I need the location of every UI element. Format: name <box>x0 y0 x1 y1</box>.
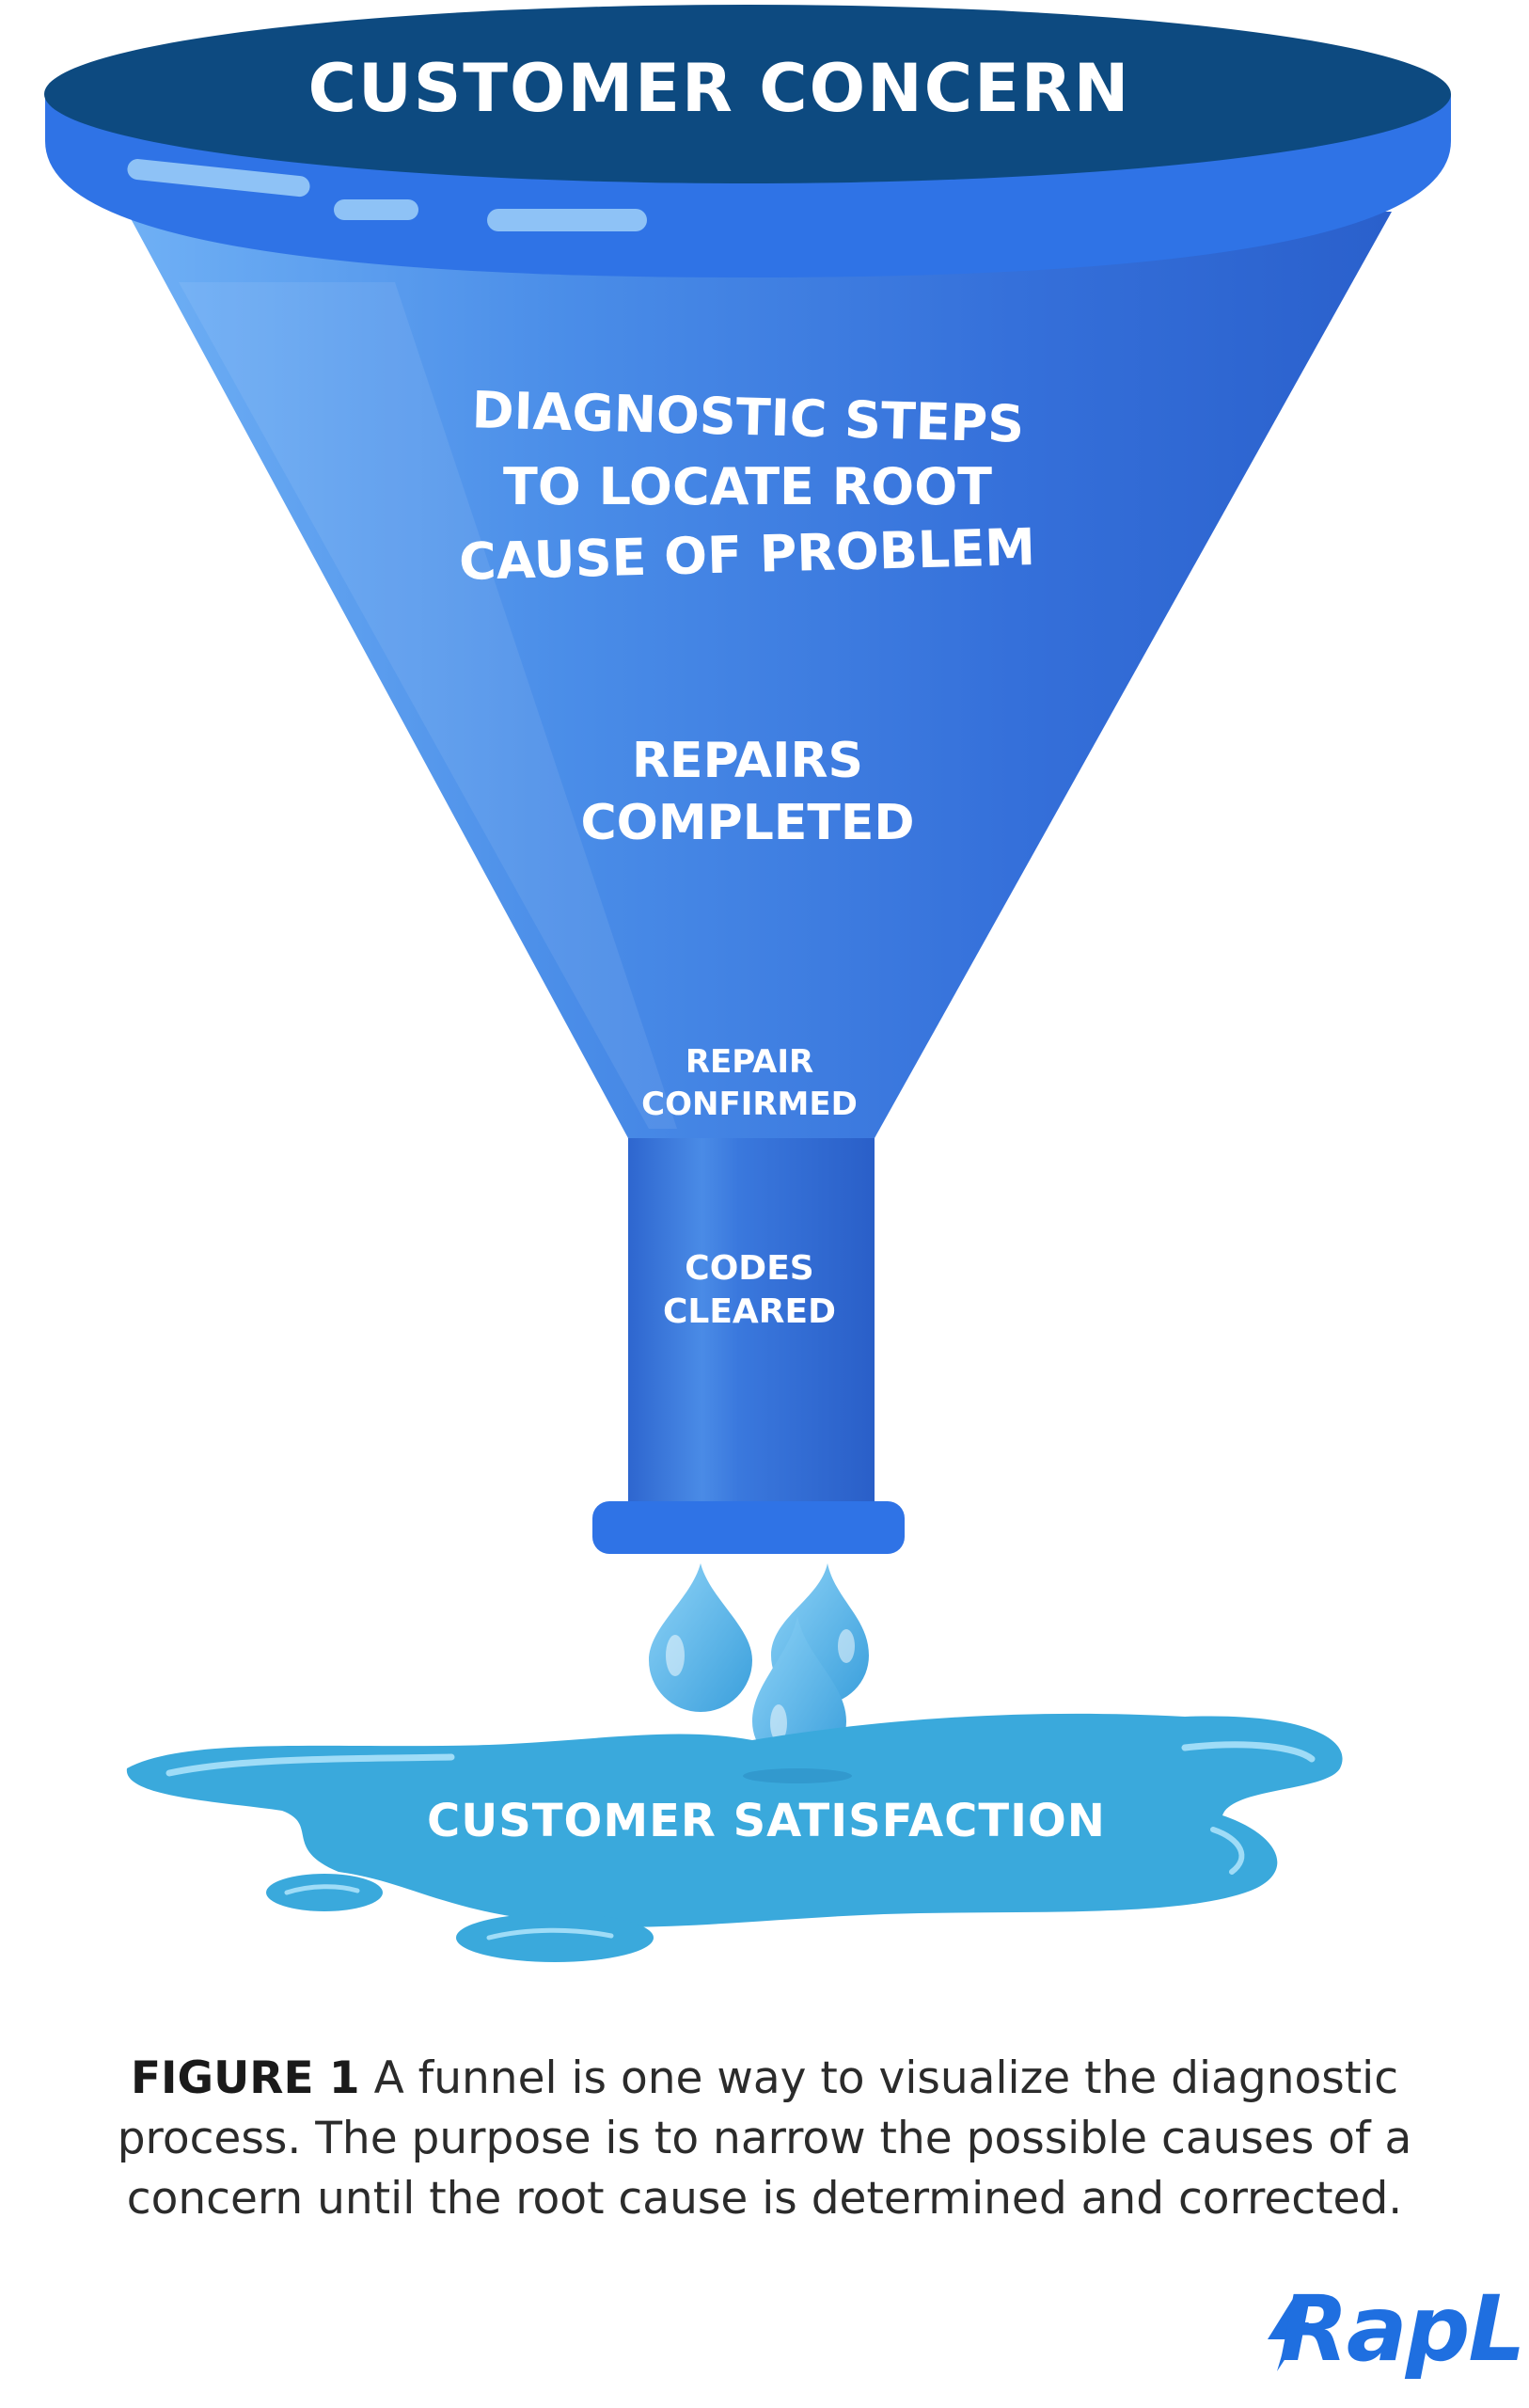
stage-confirmed-line-2: CONFIRMED <box>641 1085 858 1123</box>
logo-wordmark: RapL <box>1279 2277 1524 2381</box>
drop-impact <box>743 1768 852 1783</box>
figure-label: FIGURE 1 <box>131 2052 360 2104</box>
stage-confirmed-line-1: REPAIR <box>686 1043 813 1081</box>
figure-caption: FIGURE 1 A funnel is one way to visualiz… <box>38 2049 1491 2229</box>
stage-repairs-line-2: COMPLETED <box>580 795 914 851</box>
outcome-label: CUSTOMER SATISFACTION <box>427 1795 1106 1847</box>
puddle-splash <box>266 1874 383 1911</box>
rim-highlight <box>334 199 418 220</box>
spout-ring <box>592 1501 905 1554</box>
funnel-title: CUSTOMER CONCERN <box>308 50 1131 127</box>
puddle-splash <box>456 1913 654 1962</box>
stage-codes-line-2: CLEARED <box>663 1292 836 1331</box>
rim-highlight <box>487 209 647 231</box>
water-drop <box>649 1563 752 1712</box>
brand-logo: RapL <box>1260 2272 1514 2384</box>
drop-shine <box>838 1629 855 1663</box>
stage-repairs-line-1: REPAIRS <box>632 733 863 789</box>
drop-shine <box>666 1635 685 1676</box>
stage-diagnostic-line-2: TO LOCATE ROOT <box>503 457 992 516</box>
stage-codes-line-1: CODES <box>685 1249 813 1288</box>
